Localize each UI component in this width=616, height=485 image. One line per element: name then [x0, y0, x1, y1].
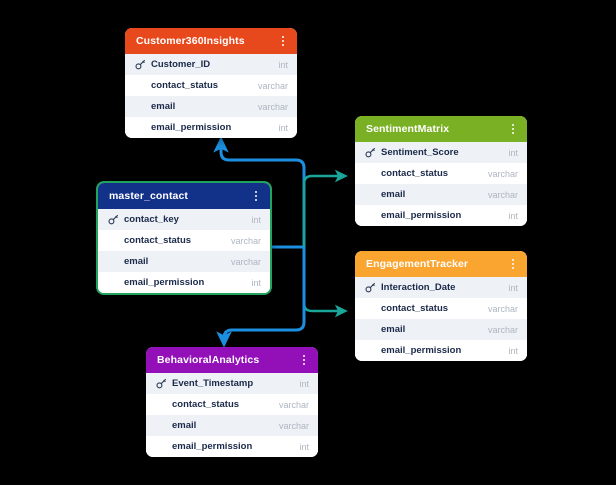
- field-row[interactable]: contact_status varchar: [355, 298, 527, 319]
- field-row[interactable]: contact_status varchar: [146, 394, 318, 415]
- kebab-menu-icon[interactable]: [507, 121, 519, 137]
- field-name: Customer_ID: [151, 59, 211, 70]
- field-row[interactable]: Event_Timestamp int: [146, 373, 318, 394]
- primary-key-icon: [365, 282, 375, 293]
- field-row[interactable]: contact_key int: [98, 209, 270, 230]
- field-name: Sentiment_Score: [381, 147, 459, 158]
- field-type: int: [251, 214, 261, 225]
- field-row[interactable]: contact_status varchar: [355, 163, 527, 184]
- field-name: contact_status: [381, 168, 449, 179]
- primary-key-icon-slot: [135, 59, 151, 70]
- field-name: email: [381, 189, 406, 200]
- field-type: varchar: [487, 189, 518, 200]
- field-row[interactable]: email_permission int: [355, 205, 527, 226]
- field-row[interactable]: email_permission int: [355, 340, 527, 361]
- field-name: email_permission: [381, 210, 462, 221]
- field-type: varchar: [230, 235, 261, 246]
- field-name: email_permission: [151, 122, 232, 133]
- field-row[interactable]: email varchar: [146, 415, 318, 436]
- field-row[interactable]: contact_status varchar: [125, 75, 297, 96]
- table-title: EngagementTracker: [366, 258, 469, 270]
- field-type: int: [299, 378, 309, 389]
- field-type: int: [299, 441, 309, 452]
- field-name: Interaction_Date: [381, 282, 456, 293]
- field-name: contact_status: [124, 235, 192, 246]
- field-row[interactable]: email varchar: [355, 184, 527, 205]
- field-name: contact_status: [172, 399, 240, 410]
- kebab-menu-icon[interactable]: [250, 188, 262, 204]
- table-title: master_contact: [109, 190, 189, 202]
- table-header-engagementtracker[interactable]: EngagementTracker: [355, 251, 527, 277]
- field-name: contact_status: [381, 303, 449, 314]
- table-title: BehavioralAnalytics: [157, 354, 260, 366]
- table-header-customer360insights[interactable]: Customer360Insights: [125, 28, 297, 54]
- field-type: int: [508, 210, 518, 221]
- field-name: email: [381, 324, 406, 335]
- field-row[interactable]: Customer_ID int: [125, 54, 297, 75]
- field-type: varchar: [257, 101, 288, 112]
- field-type: int: [508, 282, 518, 293]
- kebab-menu-icon[interactable]: [298, 352, 310, 368]
- table-header-sentimentmatrix[interactable]: SentimentMatrix: [355, 116, 527, 142]
- edge-master-to-sentimentmatrix: [302, 169, 348, 247]
- field-type: varchar: [487, 303, 518, 314]
- field-type: varchar: [257, 80, 288, 91]
- field-name: email_permission: [381, 345, 462, 356]
- primary-key-icon-slot: [365, 282, 381, 293]
- primary-key-icon: [135, 59, 145, 70]
- field-type: varchar: [278, 420, 309, 431]
- field-name: email: [151, 101, 176, 112]
- field-name: email: [172, 420, 197, 431]
- field-row[interactable]: email_permission int: [146, 436, 318, 457]
- field-row[interactable]: email varchar: [355, 319, 527, 340]
- edge-master-to-engagementtracker: [302, 247, 348, 318]
- field-type: int: [278, 122, 288, 133]
- table-title: SentimentMatrix: [366, 123, 450, 135]
- field-row[interactable]: email_permission int: [98, 272, 270, 293]
- table-title: Customer360Insights: [136, 35, 245, 47]
- primary-key-icon-slot: [365, 147, 381, 158]
- field-type: int: [278, 59, 288, 70]
- table-header-behavioralanalytics[interactable]: BehavioralAnalytics: [146, 347, 318, 373]
- field-type: varchar: [487, 324, 518, 335]
- field-row[interactable]: email_permission int: [125, 117, 297, 138]
- field-type: int: [508, 147, 518, 158]
- field-row[interactable]: Interaction_Date int: [355, 277, 527, 298]
- field-type: varchar: [487, 168, 518, 179]
- field-name: Event_Timestamp: [172, 378, 254, 389]
- primary-key-icon: [365, 147, 375, 158]
- field-type: int: [251, 277, 261, 288]
- kebab-menu-icon[interactable]: [277, 33, 289, 49]
- primary-key-icon-slot: [156, 378, 172, 389]
- table-header-master_contact[interactable]: master_contact: [98, 183, 270, 209]
- field-name: email: [124, 256, 149, 267]
- primary-key-icon-slot: [108, 214, 124, 225]
- field-type: varchar: [230, 256, 261, 267]
- primary-key-icon: [108, 214, 118, 225]
- field-type: varchar: [278, 399, 309, 410]
- field-name: email_permission: [124, 277, 205, 288]
- field-name: contact_key: [124, 214, 179, 225]
- field-row[interactable]: Sentiment_Score int: [355, 142, 527, 163]
- primary-key-icon: [156, 378, 166, 389]
- field-row[interactable]: email varchar: [125, 96, 297, 117]
- field-name: email_permission: [172, 441, 253, 452]
- field-name: contact_status: [151, 80, 219, 91]
- field-row[interactable]: contact_status varchar: [98, 230, 270, 251]
- kebab-menu-icon[interactable]: [507, 256, 519, 272]
- field-type: int: [508, 345, 518, 356]
- field-row[interactable]: email varchar: [98, 251, 270, 272]
